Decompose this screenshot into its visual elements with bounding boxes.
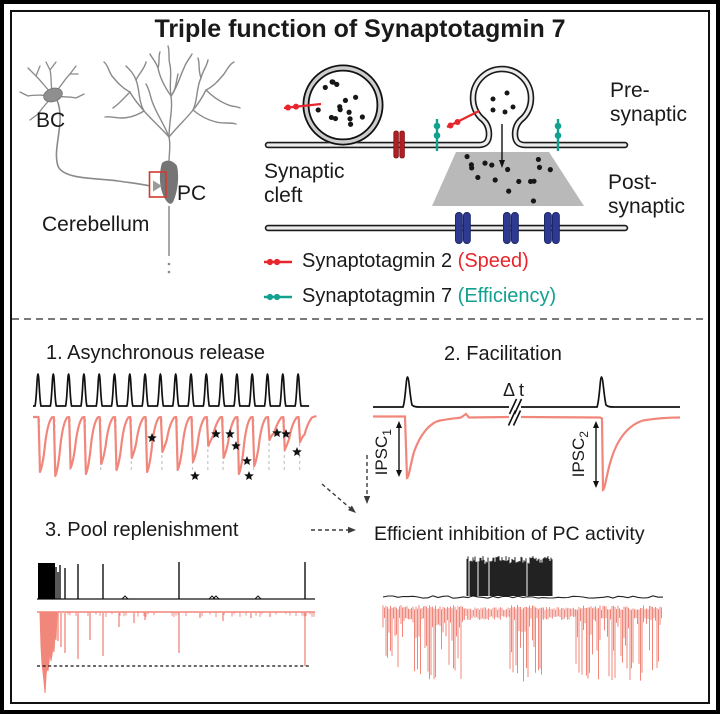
arrow-head-down-icon	[363, 496, 371, 504]
synapse-site-box	[148, 171, 167, 198]
facilitation-traces	[373, 376, 681, 492]
postsynaptic-label: Post- synaptic	[608, 171, 686, 218]
legend-syt2-text: Synaptotagmin 2 (Speed)	[302, 250, 529, 272]
converging-dashed-arrows	[311, 455, 371, 534]
synaptic-cleft-label: Synaptic cleft	[264, 160, 345, 207]
bc-label: BC	[36, 109, 66, 132]
syt2-dumbbell-icon	[264, 258, 292, 265]
synaptic-cleft-shading	[432, 152, 584, 206]
synaptotagmin-markers	[283, 102, 562, 151]
pool-replenishment-traces	[37, 562, 315, 694]
legend-item-syt7: Synaptotagmin 7 (Efficiency)	[263, 285, 556, 308]
pc-inhibition-traces	[382, 556, 664, 682]
membranes	[264, 65, 629, 232]
ipsc1-label: IPSC1	[371, 429, 395, 476]
legend-syt7-text: Synaptotagmin 7 (Efficiency)	[302, 285, 557, 307]
ipsc2-label: IPSC2	[568, 431, 592, 478]
syt7-dumbbell-icon	[264, 293, 292, 300]
vesicles	[302, 64, 516, 168]
ion-channels	[393, 130, 560, 244]
bc-neuron-drawing	[19, 61, 151, 187]
pc-neuron-drawing	[103, 45, 241, 274]
arrow-head-diagonal-icon	[348, 505, 356, 513]
section3-title: 3. Pool replenishment	[45, 519, 239, 541]
legend-item-syt2: Synaptotagmin 2 (Speed)	[263, 250, 529, 273]
delta-t-label: Δ t	[503, 380, 525, 400]
asynchronous-release-traces	[33, 373, 317, 480]
section2-title: 2. Facilitation	[444, 343, 562, 365]
arrow-head-right-icon	[348, 526, 356, 534]
cerebellum-label: Cerebellum	[42, 213, 150, 236]
presynaptic-label: Pre- synaptic	[610, 79, 688, 126]
figure-title: Triple function of Synaptotagmin 7	[154, 15, 566, 43]
outcome-title: Efficient inhibition of PC activity	[374, 523, 645, 545]
pc-label: PC	[177, 182, 207, 205]
section1-title: 1. Asynchronous release	[46, 342, 266, 364]
